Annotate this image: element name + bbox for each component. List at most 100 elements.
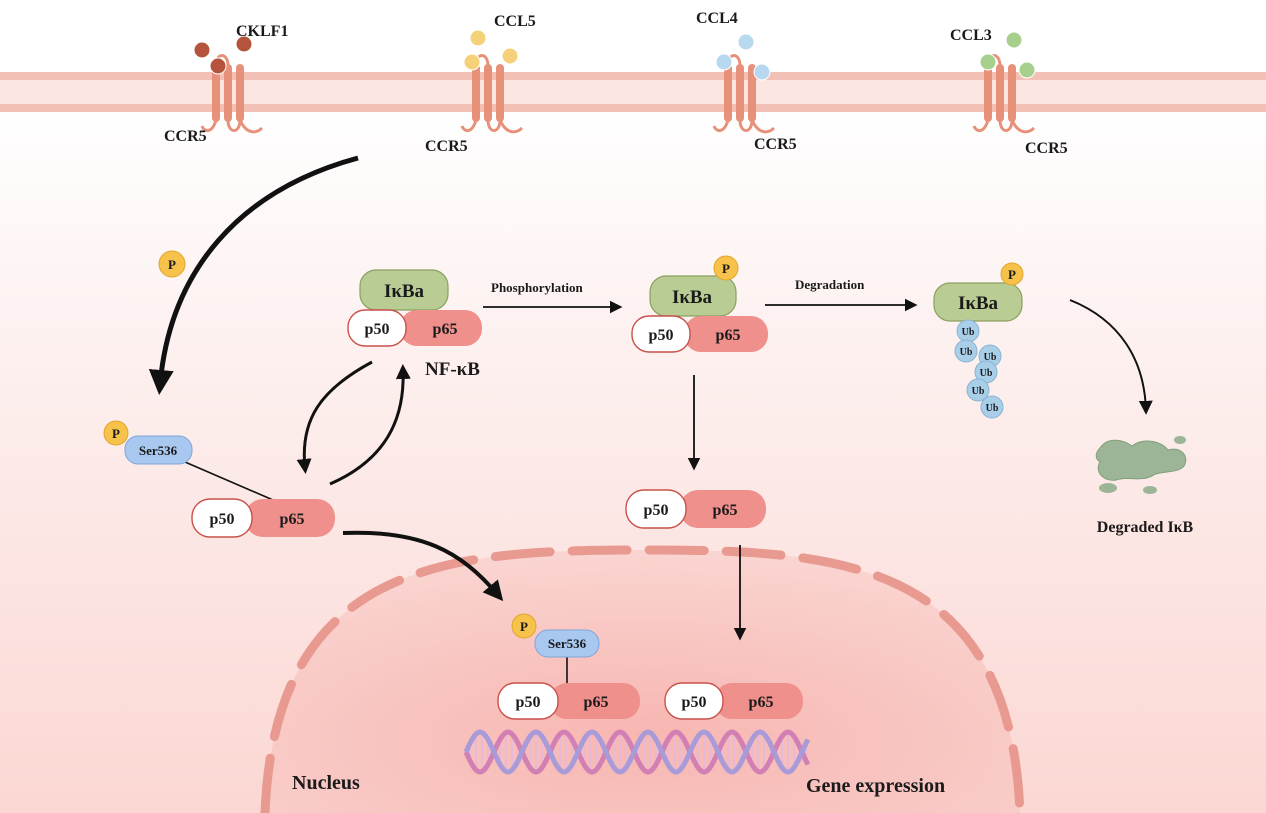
p50-protein xyxy=(191,498,253,538)
nucleus xyxy=(260,545,1025,813)
ikba-label: IκBa xyxy=(672,287,713,308)
phospho-nfkb-nucleus: Ser536 P p65 p50 xyxy=(497,613,640,720)
ligand-label: CCL4 xyxy=(696,10,738,27)
ubiquitin-icon xyxy=(980,395,1004,419)
transmembrane-helix xyxy=(224,64,232,122)
chemokine-ligand-icon xyxy=(209,57,227,75)
p65-label: p65 xyxy=(280,511,305,528)
to-degraded-arrow xyxy=(1069,299,1153,415)
transmembrane-helix xyxy=(984,64,992,122)
phosphate-label: P xyxy=(112,426,120,441)
p50-label: p50 xyxy=(210,511,235,528)
fragment-icon xyxy=(1143,486,1157,494)
degraded-label: Degraded IκB xyxy=(1097,519,1194,536)
phosphorylation-label: Phosphorylation xyxy=(491,280,584,295)
ser536-site xyxy=(534,629,600,658)
nfkb-nucleus: p65 p50 xyxy=(664,682,803,720)
ligand-label: CCL3 xyxy=(950,27,992,44)
phosphate-icon xyxy=(511,613,537,639)
transmembrane-helix xyxy=(748,64,756,122)
phosphate-label: P xyxy=(168,257,176,272)
p65-protein xyxy=(715,683,803,719)
ikba-protein xyxy=(649,275,737,317)
p65-protein xyxy=(400,310,482,346)
p65-label: p65 xyxy=(433,321,458,338)
ser536-label: Ser536 xyxy=(548,636,587,651)
phosphate-label: P xyxy=(520,619,528,634)
p65-to-nucleus-arrow xyxy=(342,530,504,602)
phosphate-label: P xyxy=(1008,267,1016,282)
ser536-link-top xyxy=(184,461,281,504)
degraded-fragments-icon xyxy=(1095,439,1187,481)
chemokine-ligand-icon xyxy=(753,63,771,81)
receptor-label: CCR5 xyxy=(425,138,468,155)
p65-up-arrow xyxy=(329,364,411,486)
chemokine-ligand-icon xyxy=(715,53,733,71)
degradation-label: Degradation xyxy=(795,277,865,292)
cell-membrane xyxy=(0,72,1266,112)
degraded-ikb: Degraded IκB xyxy=(1095,436,1194,536)
chemokine-ligand-icon xyxy=(1005,31,1023,49)
p50-protein xyxy=(625,489,687,529)
p50-protein xyxy=(664,682,724,720)
nfkb-complex-inactive: IκBa p65 p50 NF-κB xyxy=(347,269,482,380)
transmembrane-helix xyxy=(736,64,744,122)
ubiquitin-label: Ub xyxy=(972,386,985,397)
p50-label: p50 xyxy=(682,694,707,711)
ser536-site xyxy=(124,435,193,465)
receptor-label: CCR5 xyxy=(754,136,797,153)
ubiquitin-label: Ub xyxy=(980,368,993,379)
p65-label: p65 xyxy=(713,502,738,519)
nfkb-down-arrow xyxy=(296,360,373,474)
phosphate-free: P xyxy=(158,250,186,278)
dna-helix xyxy=(463,729,811,775)
p50-protein xyxy=(347,309,407,347)
p50-label: p50 xyxy=(644,502,669,519)
arrows xyxy=(148,155,1153,686)
ikba-protein xyxy=(933,282,1023,322)
p65-protein xyxy=(550,683,640,719)
phosphate-icon xyxy=(713,255,739,281)
nfkb-label: NF-κB xyxy=(425,359,480,380)
transmembrane-helix xyxy=(484,64,492,122)
chemokine-ligand-icon xyxy=(235,35,253,53)
chemokine-ligand-icon xyxy=(463,53,481,71)
transmembrane-helix xyxy=(212,64,220,122)
transmembrane-helix xyxy=(496,64,504,122)
p65-label: p65 xyxy=(749,694,774,711)
ikba-label: IκBa xyxy=(384,281,425,302)
p50-label: p50 xyxy=(365,321,390,338)
chemokine-ligand-icon xyxy=(193,41,211,59)
ccr5-to-p65-arrow xyxy=(148,155,359,395)
ubiquitin-icon xyxy=(954,339,978,363)
transmembrane-helix xyxy=(236,64,244,122)
chemokine-ligand-icon xyxy=(469,29,487,47)
nucleus-label: Nucleus xyxy=(292,772,360,794)
p50-label: p50 xyxy=(649,327,674,344)
chemokine-ligand-icon xyxy=(979,53,997,71)
p65-protein xyxy=(680,490,766,528)
ubiquitin-icon xyxy=(966,378,990,402)
phospho-p65-cytoplasm: Ser536 P p65 p50 xyxy=(103,420,335,538)
ubiquitin-label: Ub xyxy=(960,347,973,358)
free-nfkb: p65 p50 xyxy=(625,489,766,529)
nfkb-complex-phosphorylated: IκBa P p65 p50 xyxy=(631,255,768,353)
ubiquitin-label: Ub xyxy=(962,327,975,338)
ikba-label: IκBa xyxy=(958,293,999,314)
extracellular-space xyxy=(0,0,1266,72)
transmembrane-helix xyxy=(724,64,732,122)
dna-strand xyxy=(463,729,811,775)
ubiquitin-label: Ub xyxy=(986,403,999,414)
ikba-protein xyxy=(359,269,449,311)
gene-expression-label: Gene expression xyxy=(806,775,945,797)
fragment-icon xyxy=(1099,483,1117,493)
p65-protein xyxy=(684,316,768,352)
